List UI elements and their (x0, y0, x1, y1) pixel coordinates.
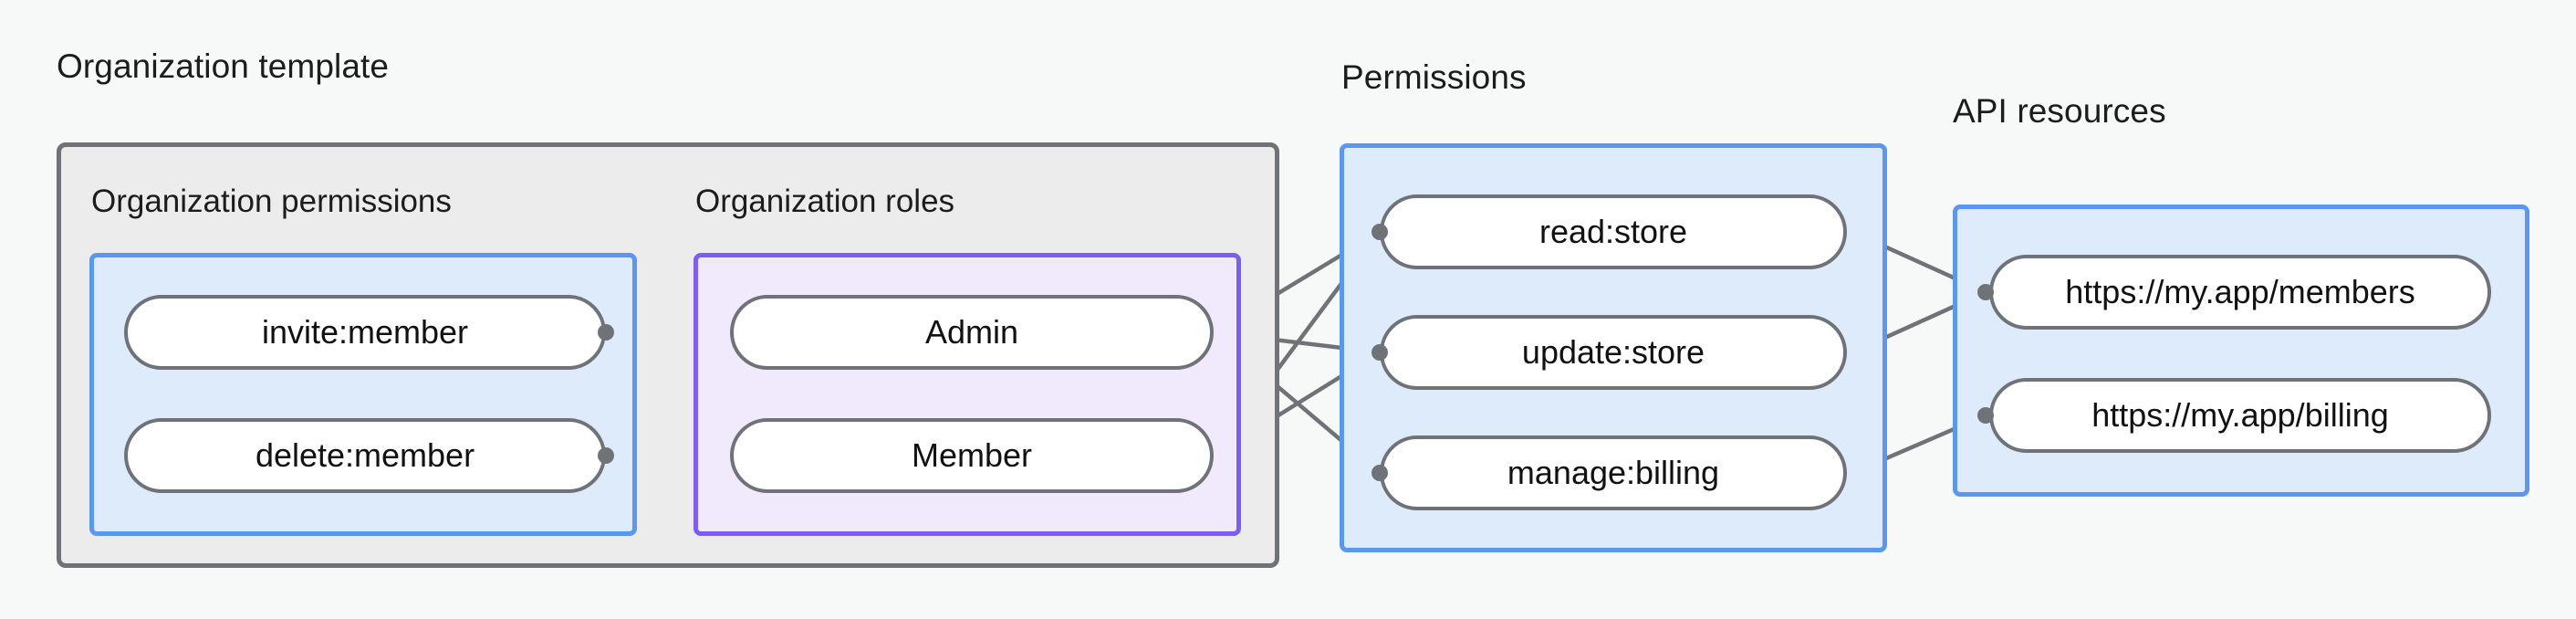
port-manage-billing-in (1371, 465, 1388, 481)
node-admin[interactable]: Admin (730, 295, 1214, 370)
node-update-store-label: update:store (1521, 333, 1705, 371)
group-label-api-resources: API resources (1953, 92, 2166, 130)
node-delete-member[interactable]: delete:member (124, 418, 606, 493)
node-billing-resource[interactable]: https://my.app/billing (1989, 378, 2491, 453)
sublabel-organization-roles: Organization roles (695, 184, 955, 219)
sublabel-organization-permissions: Organization permissions (91, 184, 452, 219)
node-read-store[interactable]: read:store (1380, 194, 1847, 269)
node-delete-member-label: delete:member (255, 436, 475, 474)
api-resources-container (1953, 205, 2529, 497)
node-invite-member-label: invite:member (261, 313, 469, 351)
port-billing-resource-in (1977, 407, 1994, 424)
port-invite-member-out (598, 324, 614, 341)
group-label-organization-template: Organization template (57, 47, 390, 85)
port-delete-member-out (598, 447, 614, 464)
node-members-resource[interactable]: https://my.app/members (1989, 255, 2491, 330)
node-member[interactable]: Member (730, 418, 1214, 493)
port-update-store-in (1371, 344, 1388, 361)
group-label-permissions: Permissions (1341, 58, 1527, 96)
node-member-label: Member (911, 436, 1033, 474)
node-update-store[interactable]: update:store (1380, 315, 1847, 390)
port-members-resource-in (1977, 284, 1994, 300)
node-manage-billing-label: manage:billing (1507, 454, 1720, 491)
node-admin-label: Admin (924, 313, 1019, 351)
port-read-store-in (1371, 224, 1388, 240)
node-manage-billing[interactable]: manage:billing (1380, 435, 1847, 510)
node-members-resource-label: https://my.app/members (2065, 273, 2415, 310)
node-billing-resource-label: https://my.app/billing (2091, 396, 2389, 434)
node-invite-member[interactable]: invite:member (124, 295, 606, 370)
node-read-store-label: read:store (1538, 213, 1688, 250)
